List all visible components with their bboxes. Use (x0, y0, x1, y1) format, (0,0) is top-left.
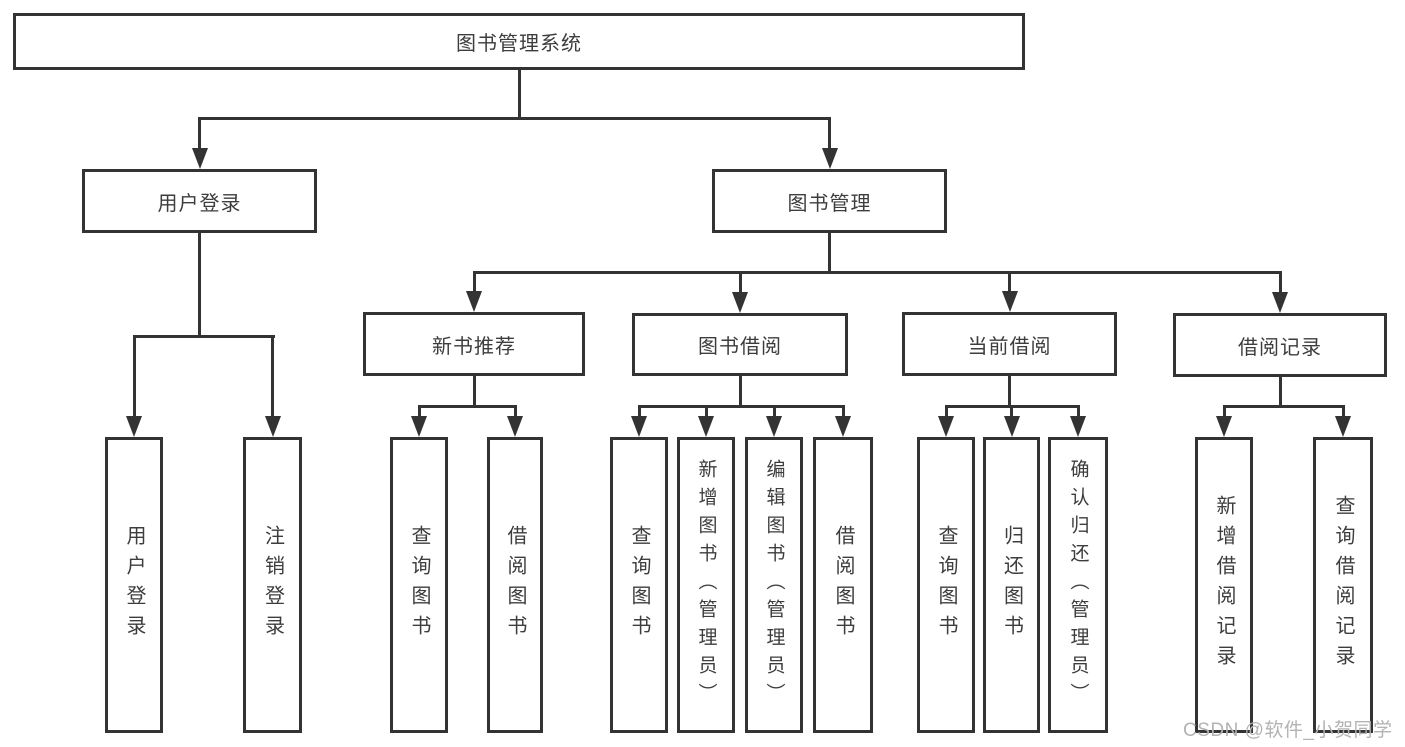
node-leaf-query-book-3: 查询图书 (917, 437, 975, 733)
connector-bar-user-login (133, 335, 275, 338)
connector-drop-leaf-borrow-book-1 (514, 405, 517, 420)
node-label-leaf-query-book-1: 查询图书 (408, 525, 430, 645)
arrowhead-down-icon-new-book-rec (466, 291, 482, 312)
connector-drop-leaf-logout (271, 335, 274, 420)
node-book-borrow: 图书借阅 (632, 313, 848, 376)
node-label-book-mgmt: 图书管理 (787, 192, 872, 215)
node-book-mgmt: 图书管理 (712, 169, 947, 233)
node-leaf-return-book: 归还图书 (983, 437, 1040, 733)
node-leaf-query-borrow-record: 查询借阅记录 (1313, 437, 1373, 733)
arrowhead-down-icon-leaf-borrow-book-2 (835, 416, 851, 437)
node-leaf-query-book-2: 查询图书 (610, 437, 668, 733)
connector-bar-new-book-rec (418, 405, 517, 408)
node-current-borrow: 当前借阅 (902, 312, 1117, 376)
node-label-leaf-borrow-book-2: 借阅图书 (832, 525, 854, 645)
arrowhead-down-icon-book-mgmt (822, 148, 838, 169)
node-label-leaf-confirm-return: 确认归还（管理员） (1067, 459, 1089, 711)
arrowhead-down-icon-leaf-add-borrow-record (1216, 416, 1232, 437)
node-label-leaf-edit-book: 编辑图书（管理员） (763, 459, 785, 711)
connector-bar-book-mgmt (473, 271, 1282, 274)
arrowhead-down-icon-borrow-records (1272, 292, 1288, 313)
connector-stem-book-mgmt (828, 233, 831, 274)
connector-drop-current-borrow (1008, 271, 1011, 295)
node-label-new-book-rec: 新书推荐 (432, 335, 516, 358)
connector-stem-root (518, 70, 521, 120)
connector-drop-leaf-borrow-book-2 (842, 405, 845, 420)
node-leaf-logout: 注销登录 (243, 437, 302, 733)
arrowhead-down-icon-book-borrow (732, 292, 748, 313)
connector-drop-leaf-return-book (1010, 405, 1013, 420)
connector-drop-leaf-user-login (133, 335, 136, 420)
connector-drop-leaf-add-borrow-record (1223, 405, 1226, 420)
node-leaf-user-login: 用户登录 (105, 437, 163, 733)
node-user-login: 用户登录 (82, 169, 317, 233)
arrowhead-down-icon-leaf-query-book-2 (631, 416, 647, 437)
arrowhead-down-icon-current-borrow (1002, 291, 1018, 312)
node-leaf-add-book: 新增图书（管理员） (677, 437, 735, 733)
arrowhead-down-icon-leaf-query-borrow-record (1335, 416, 1351, 437)
arrowhead-down-icon-leaf-edit-book (766, 416, 782, 437)
node-label-root: 图书管理系统 (456, 33, 582, 55)
node-label-leaf-query-book-2: 查询图书 (628, 525, 650, 645)
node-label-leaf-query-borrow-record: 查询借阅记录 (1332, 495, 1354, 675)
connector-drop-leaf-query-book-1 (418, 405, 421, 420)
connector-bar-book-borrow (638, 405, 845, 408)
node-label-current-borrow: 当前借阅 (967, 335, 1052, 358)
connector-drop-new-book-rec (473, 271, 476, 295)
node-leaf-confirm-return: 确认归还（管理员） (1048, 437, 1108, 733)
arrowhead-down-icon-user-login (192, 148, 208, 169)
connector-stem-current-borrow (1008, 376, 1011, 408)
node-leaf-edit-book: 编辑图书（管理员） (745, 437, 803, 733)
arrowhead-down-icon-leaf-add-book (698, 416, 714, 437)
node-label-leaf-query-book-3: 查询图书 (935, 525, 957, 645)
node-leaf-query-book-1: 查询图书 (390, 437, 448, 733)
connector-drop-leaf-add-book (705, 405, 708, 420)
node-leaf-borrow-book-1: 借阅图书 (487, 437, 543, 733)
connector-drop-user-login (198, 117, 201, 152)
node-borrow-records: 借阅记录 (1173, 313, 1387, 377)
connector-drop-book-mgmt (828, 117, 831, 152)
connector-drop-leaf-query-book-2 (638, 405, 641, 420)
node-label-leaf-add-book: 新增图书（管理员） (695, 459, 717, 711)
connector-drop-leaf-edit-book (773, 405, 776, 420)
arrowhead-down-icon-leaf-confirm-return (1070, 416, 1086, 437)
node-label-book-borrow: 图书借阅 (698, 336, 782, 358)
node-label-leaf-user-login: 用户登录 (123, 525, 145, 645)
arrowhead-down-icon-leaf-user-login (126, 416, 142, 437)
node-leaf-add-borrow-record: 新增借阅记录 (1195, 437, 1253, 733)
watermark: CSDN @软件_小贺同学 (1183, 720, 1393, 741)
node-label-leaf-return-book: 归还图书 (1000, 525, 1023, 645)
node-label-borrow-records: 借阅记录 (1238, 336, 1322, 359)
arrowhead-down-icon-leaf-return-book (1004, 416, 1020, 437)
arrowhead-down-icon-leaf-query-book-3 (938, 416, 954, 437)
node-label-user-login: 用户登录 (157, 192, 242, 215)
node-root: 图书管理系统 (13, 13, 1025, 70)
connector-drop-borrow-records (1279, 271, 1282, 296)
connector-drop-leaf-confirm-return (1077, 405, 1080, 420)
node-new-book-rec: 新书推荐 (363, 312, 585, 376)
arrowhead-down-icon-leaf-query-book-1 (411, 416, 427, 437)
connector-stem-book-borrow (739, 376, 742, 408)
arrowhead-down-icon-leaf-logout (265, 416, 281, 437)
node-label-leaf-borrow-book-1: 借阅图书 (504, 525, 526, 645)
node-leaf-borrow-book-2: 借阅图书 (813, 437, 873, 733)
arrowhead-down-icon-leaf-borrow-book-1 (507, 416, 523, 437)
connector-bar-borrow-records (1223, 405, 1345, 408)
connector-stem-user-login (198, 233, 201, 338)
connector-stem-borrow-records (1279, 377, 1282, 408)
node-label-leaf-logout: 注销登录 (261, 525, 284, 645)
node-label-leaf-add-borrow-record: 新增借阅记录 (1213, 495, 1235, 675)
connector-drop-leaf-query-book-3 (945, 405, 948, 420)
connector-drop-leaf-query-borrow-record (1342, 405, 1345, 420)
connector-drop-book-borrow (739, 271, 742, 296)
connector-bar-root (198, 117, 831, 120)
connector-stem-new-book-rec (473, 376, 476, 408)
